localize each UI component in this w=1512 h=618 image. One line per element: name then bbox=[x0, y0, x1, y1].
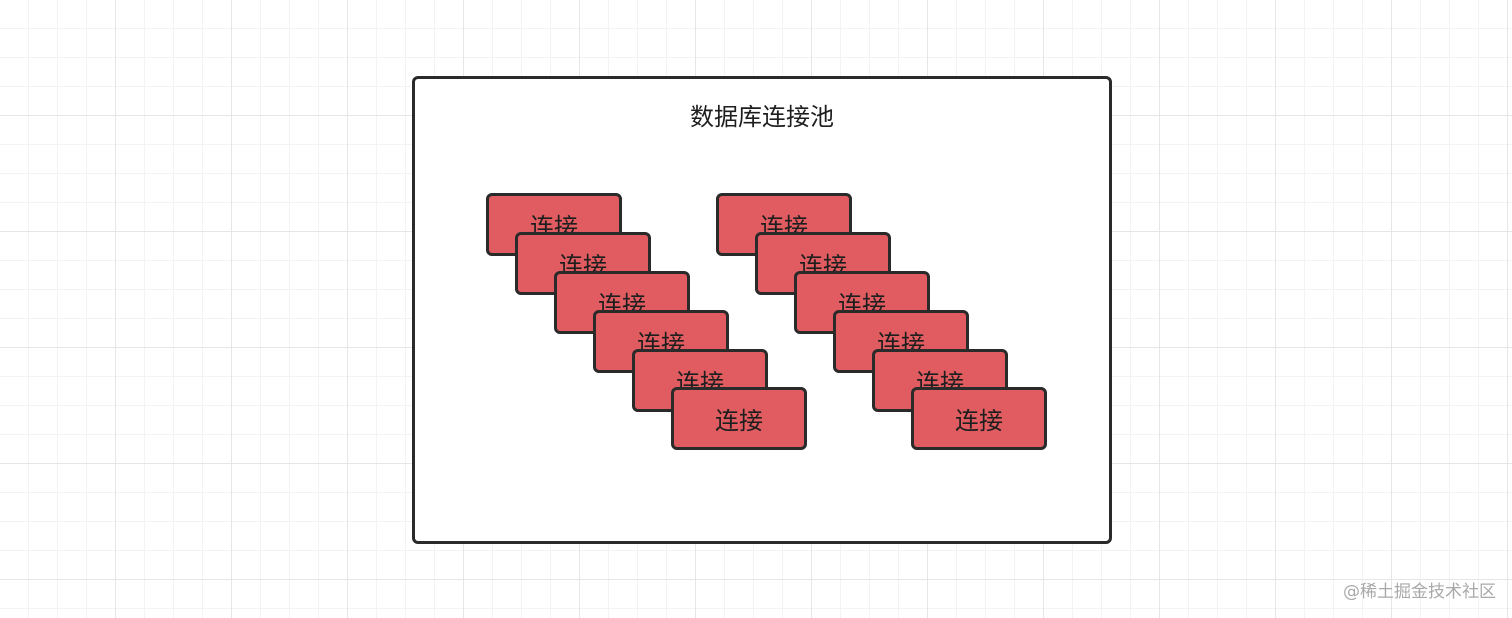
pool-title: 数据库连接池 bbox=[690, 103, 834, 131]
connection-pool-container: 数据库连接池 连接 连接 连接 连接 连接 连接 连接 连接 连接 连接 连接 … bbox=[412, 76, 1112, 544]
watermark-text: @稀土掘金技术社区 bbox=[1343, 582, 1496, 602]
connection-box: 连接 bbox=[911, 387, 1047, 450]
connection-box: 连接 bbox=[671, 387, 807, 450]
